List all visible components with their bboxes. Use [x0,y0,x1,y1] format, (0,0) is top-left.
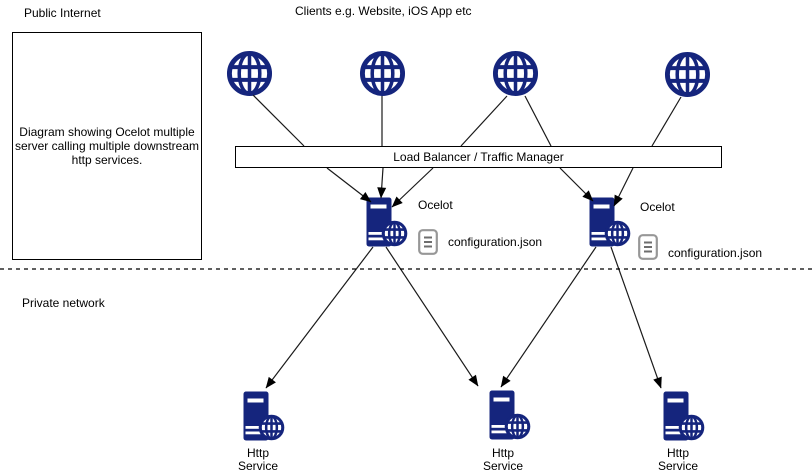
edge-lb-ocelot1-b [377,167,387,199]
server-globe-icon [489,390,535,442]
edge-client3-lb-a [460,95,508,147]
globe-icon [492,50,539,97]
description-box: Diagram showing Ocelot multiple server c… [12,32,202,260]
load-balancer-label: Load Balancer / Traffic Manager [393,150,564,164]
edge-ocelot2-service3 [610,246,662,389]
globe-badge-icon [504,413,531,440]
service-label: Http Service [218,447,298,473]
gateway-label: Ocelot [418,198,453,212]
service-label-line1: Http [246,446,269,460]
config-file-label: configuration.json [668,246,763,260]
edge-ocelot1-service1 [265,246,374,389]
service-label-line2: Service [657,459,698,473]
clients-caption: Clients e.g. Website, iOS App etc [295,4,472,18]
description-text: Diagram showing Ocelot multiple server c… [14,125,200,167]
public-internet-label: Public Internet [24,6,101,20]
service-label: Http Service [463,447,543,473]
globe-badge-icon [678,414,705,441]
gateway-label: Ocelot [640,200,675,214]
server-globe-icon [243,391,289,443]
edge-client1-lb [252,94,305,147]
edge-lb-ocelot1-a [326,167,372,203]
globe-icon [226,50,273,97]
config-file-label: configuration.json [448,235,543,249]
service-label: Http Service [638,447,718,473]
edge-ocelot1-service2 [385,246,479,387]
edge-client3-lb-b [524,95,552,147]
server-globe-icon [366,197,412,249]
globe-badge-icon [381,220,408,247]
service-label-line1: Http [491,446,514,460]
config-file-icon [638,234,658,260]
globe-icon [359,50,406,97]
globe-badge-icon [604,220,631,247]
server-globe-icon [663,391,709,443]
load-balancer-box: Load Balancer / Traffic Manager [235,146,722,168]
globe-icon [664,51,711,98]
edge-ocelot2-service2 [500,246,597,388]
config-file-icon [418,229,438,255]
service-label-line2: Service [482,459,523,473]
edge-client4-lb [651,96,682,147]
globe-badge-icon [258,414,285,441]
private-network-label: Private network [22,296,105,310]
server-globe-icon [589,197,635,249]
service-label-line2: Service [237,459,278,473]
service-label-line1: Http [666,446,689,460]
